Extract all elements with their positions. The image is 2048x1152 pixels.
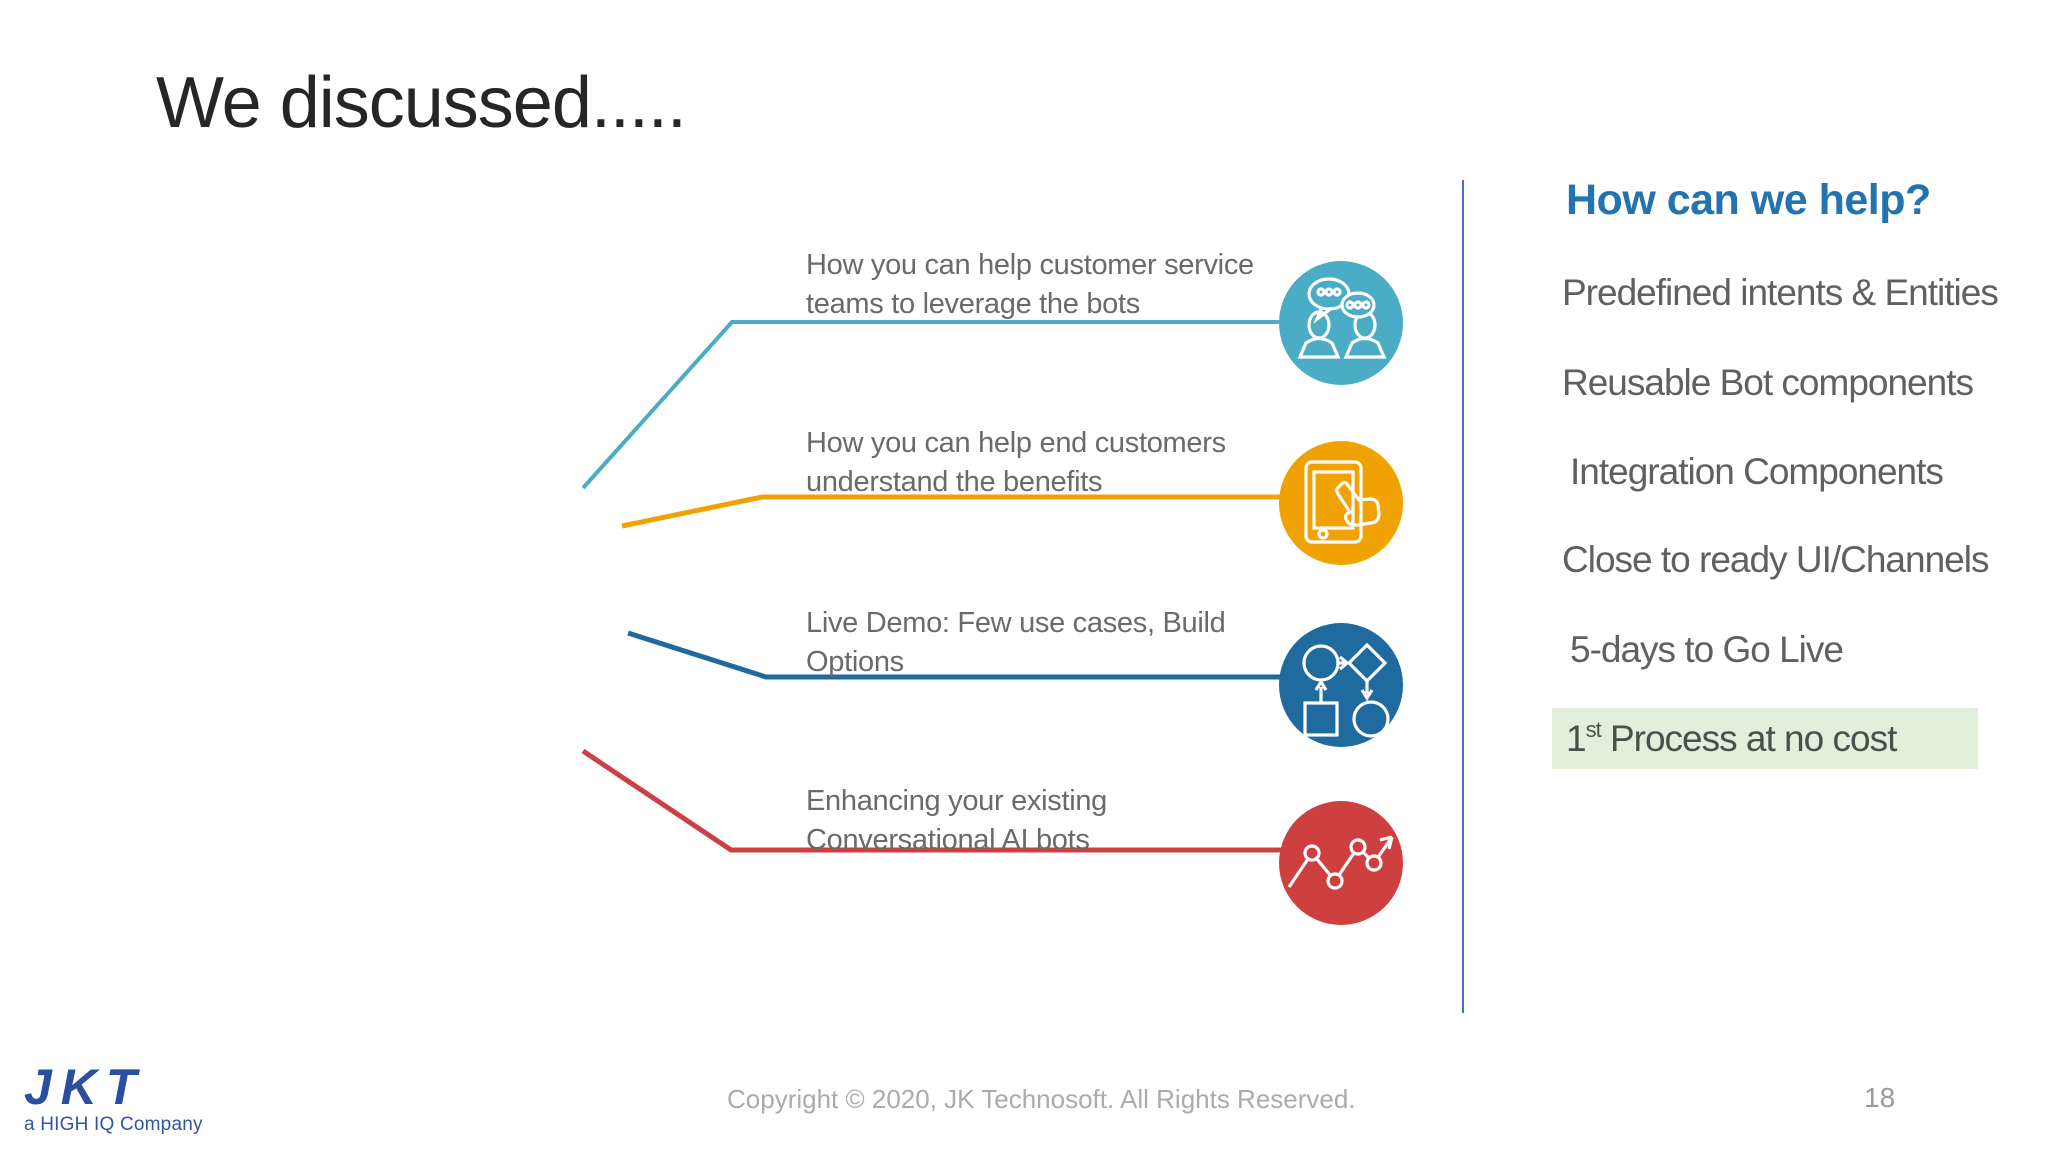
chat-people-icon <box>1279 261 1403 385</box>
trend-chart-icon <box>1279 801 1403 925</box>
jkt-logo: JKT a HIGH IQ Company <box>24 1062 244 1136</box>
jkt-logo-text: JKT <box>24 1059 146 1115</box>
footer-copyright: Copyright © 2020, JK Technosoft. All Rig… <box>727 1084 1356 1114</box>
discussion-item-text: How you can help customer service teams … <box>806 249 1254 320</box>
help-item: Reusable Bot components <box>1562 362 1974 403</box>
help-item: Close to ready UI/Channels <box>1562 539 1989 580</box>
page-title: We discussed..... <box>156 63 687 143</box>
discussion-item-text: How you can help end customers understan… <box>806 427 1226 498</box>
highlight-ordinal-suffix: st <box>1585 716 1602 742</box>
highlight-number: 1 <box>1566 717 1587 759</box>
jkt-logo-tagline: a HIGH IQ Company <box>24 1114 203 1135</box>
discussion-item-text: Enhancing your existing Conversational A… <box>806 785 1108 856</box>
help-item: Predefined intents & Entities <box>1562 272 1999 313</box>
flowchart-icon <box>1279 623 1403 747</box>
highlight-text: Process at no cost <box>1600 717 1897 759</box>
help-item: Integration Components <box>1570 451 1944 492</box>
help-panel-heading: How can we help? <box>1566 176 1931 224</box>
page-number: 18 <box>1864 1082 1896 1113</box>
discussion-item-text: Live Demo: Few use cases, Build Options <box>806 607 1226 678</box>
divider-line <box>1462 180 1464 1013</box>
tablet-touch-icon <box>1279 441 1403 565</box>
help-item: 5-days to Go Live <box>1570 629 1844 670</box>
